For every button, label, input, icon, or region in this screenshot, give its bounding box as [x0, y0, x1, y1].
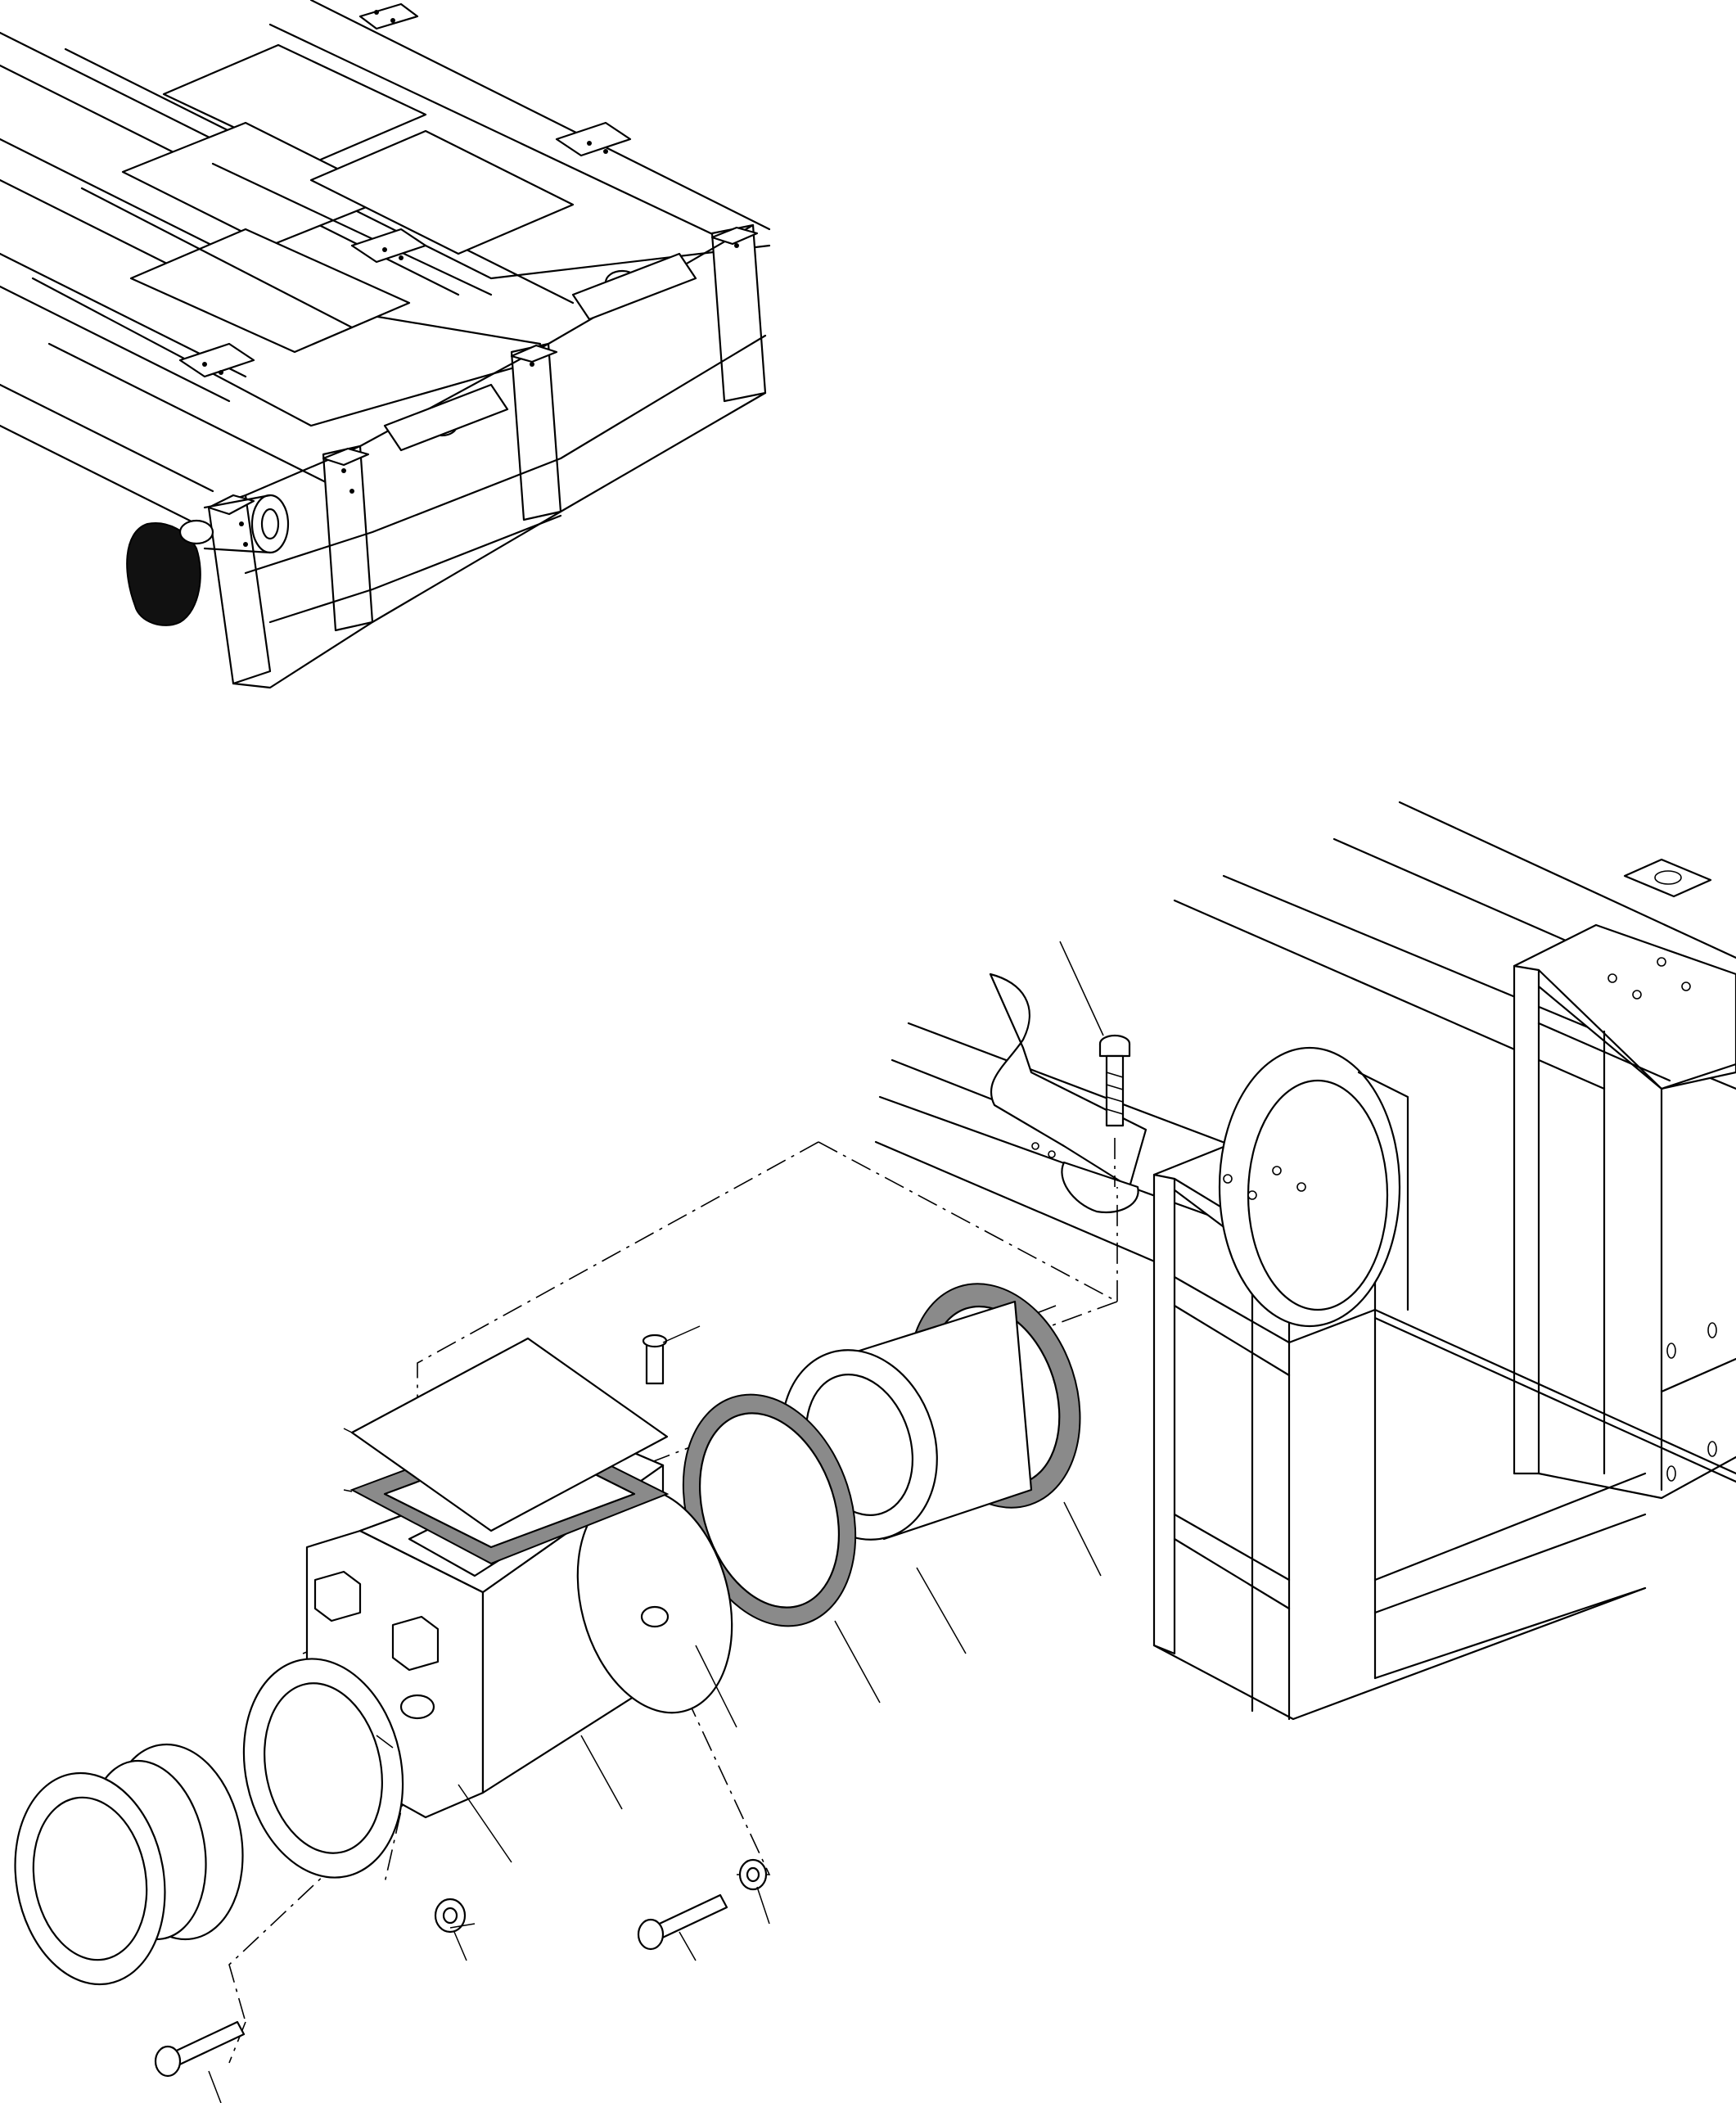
overview-bolt-holes — [202, 10, 739, 547]
detail-frame-structure — [874, 801, 1736, 1721]
leader-lines — [208, 941, 1104, 2103]
pipe-assembly — [14, 1283, 1081, 2078]
bracket-bolt — [1098, 1034, 1131, 1127]
overview-frame-assembly — [0, 0, 771, 689]
